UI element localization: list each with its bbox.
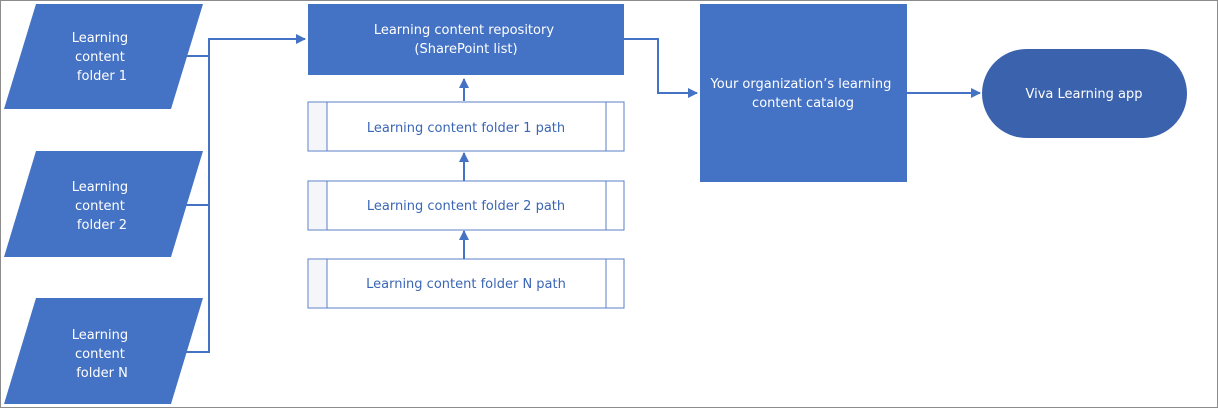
folder-1-line-2: content: [75, 50, 125, 65]
repository-box: Learning content repository (SharePoint …: [308, 4, 624, 75]
catalog-label: Your organization’s learning content cat…: [710, 77, 896, 111]
folder-input-n: Learning content folder N: [4, 298, 203, 404]
catalog-shape: [700, 4, 907, 182]
connector-folder1-to-repository: [173, 34, 306, 57]
folder-input-shape: [4, 4, 203, 109]
folder-input-label: Learning content folder N: [72, 328, 133, 381]
path-box-n: Learning content folder N path: [307, 258, 625, 309]
repository-line-1: Learning content repository: [374, 23, 555, 38]
folder-input-label: Learning content folder 2: [72, 180, 133, 233]
path-box-shape: [307, 101, 625, 152]
app-terminator: Viva Learning app: [982, 49, 1187, 138]
catalog-box: Your organization’s learning content cat…: [700, 4, 907, 182]
folder-input-label: Learning content folder 1: [72, 31, 133, 84]
path-box-1: Learning content folder 1 path: [307, 101, 625, 152]
folder-2-line-1: Learning: [72, 180, 128, 195]
repository-line-2: (SharePoint list): [414, 42, 517, 57]
folder-n-line-2: content: [75, 347, 125, 362]
catalog-line-1: Your organization’s learning: [710, 77, 892, 92]
folder-1-line-3: folder 1: [77, 69, 127, 84]
connector-repository-to-catalog: [624, 38, 698, 98]
folder-2-line-2: content: [75, 199, 125, 214]
path-box-label: Learning content folder 1 path: [367, 121, 565, 136]
path-box-2: Learning content folder 2 path: [307, 180, 625, 231]
folder-input-shape: [4, 151, 203, 257]
path-box-label: Learning content folder 2 path: [367, 199, 565, 214]
folder-1-line-1: Learning: [72, 31, 128, 46]
path-box-left-band: [309, 182, 327, 229]
folder-input-2: Learning content folder 2: [4, 151, 203, 257]
catalog-line-2: content catalog: [752, 96, 854, 111]
app-label: Viva Learning app: [1025, 87, 1142, 102]
app-shape: [982, 49, 1187, 138]
folder-input-shape: [4, 298, 203, 404]
folder-input-1: Learning content folder 1: [4, 4, 203, 109]
repository-shape: [308, 4, 624, 75]
path-box-left-band: [309, 260, 327, 307]
folder-n-line-3: folder N: [76, 366, 128, 381]
path-box-label: Learning content folder N path: [366, 277, 566, 292]
folder-2-line-3: folder 2: [77, 218, 127, 233]
path-box-left-band: [309, 103, 327, 150]
folder-n-line-1: Learning: [72, 328, 128, 343]
path-box-shape: [307, 180, 625, 231]
path-box-shape: [307, 258, 625, 309]
repository-label: Learning content repository (SharePoint …: [374, 23, 558, 57]
